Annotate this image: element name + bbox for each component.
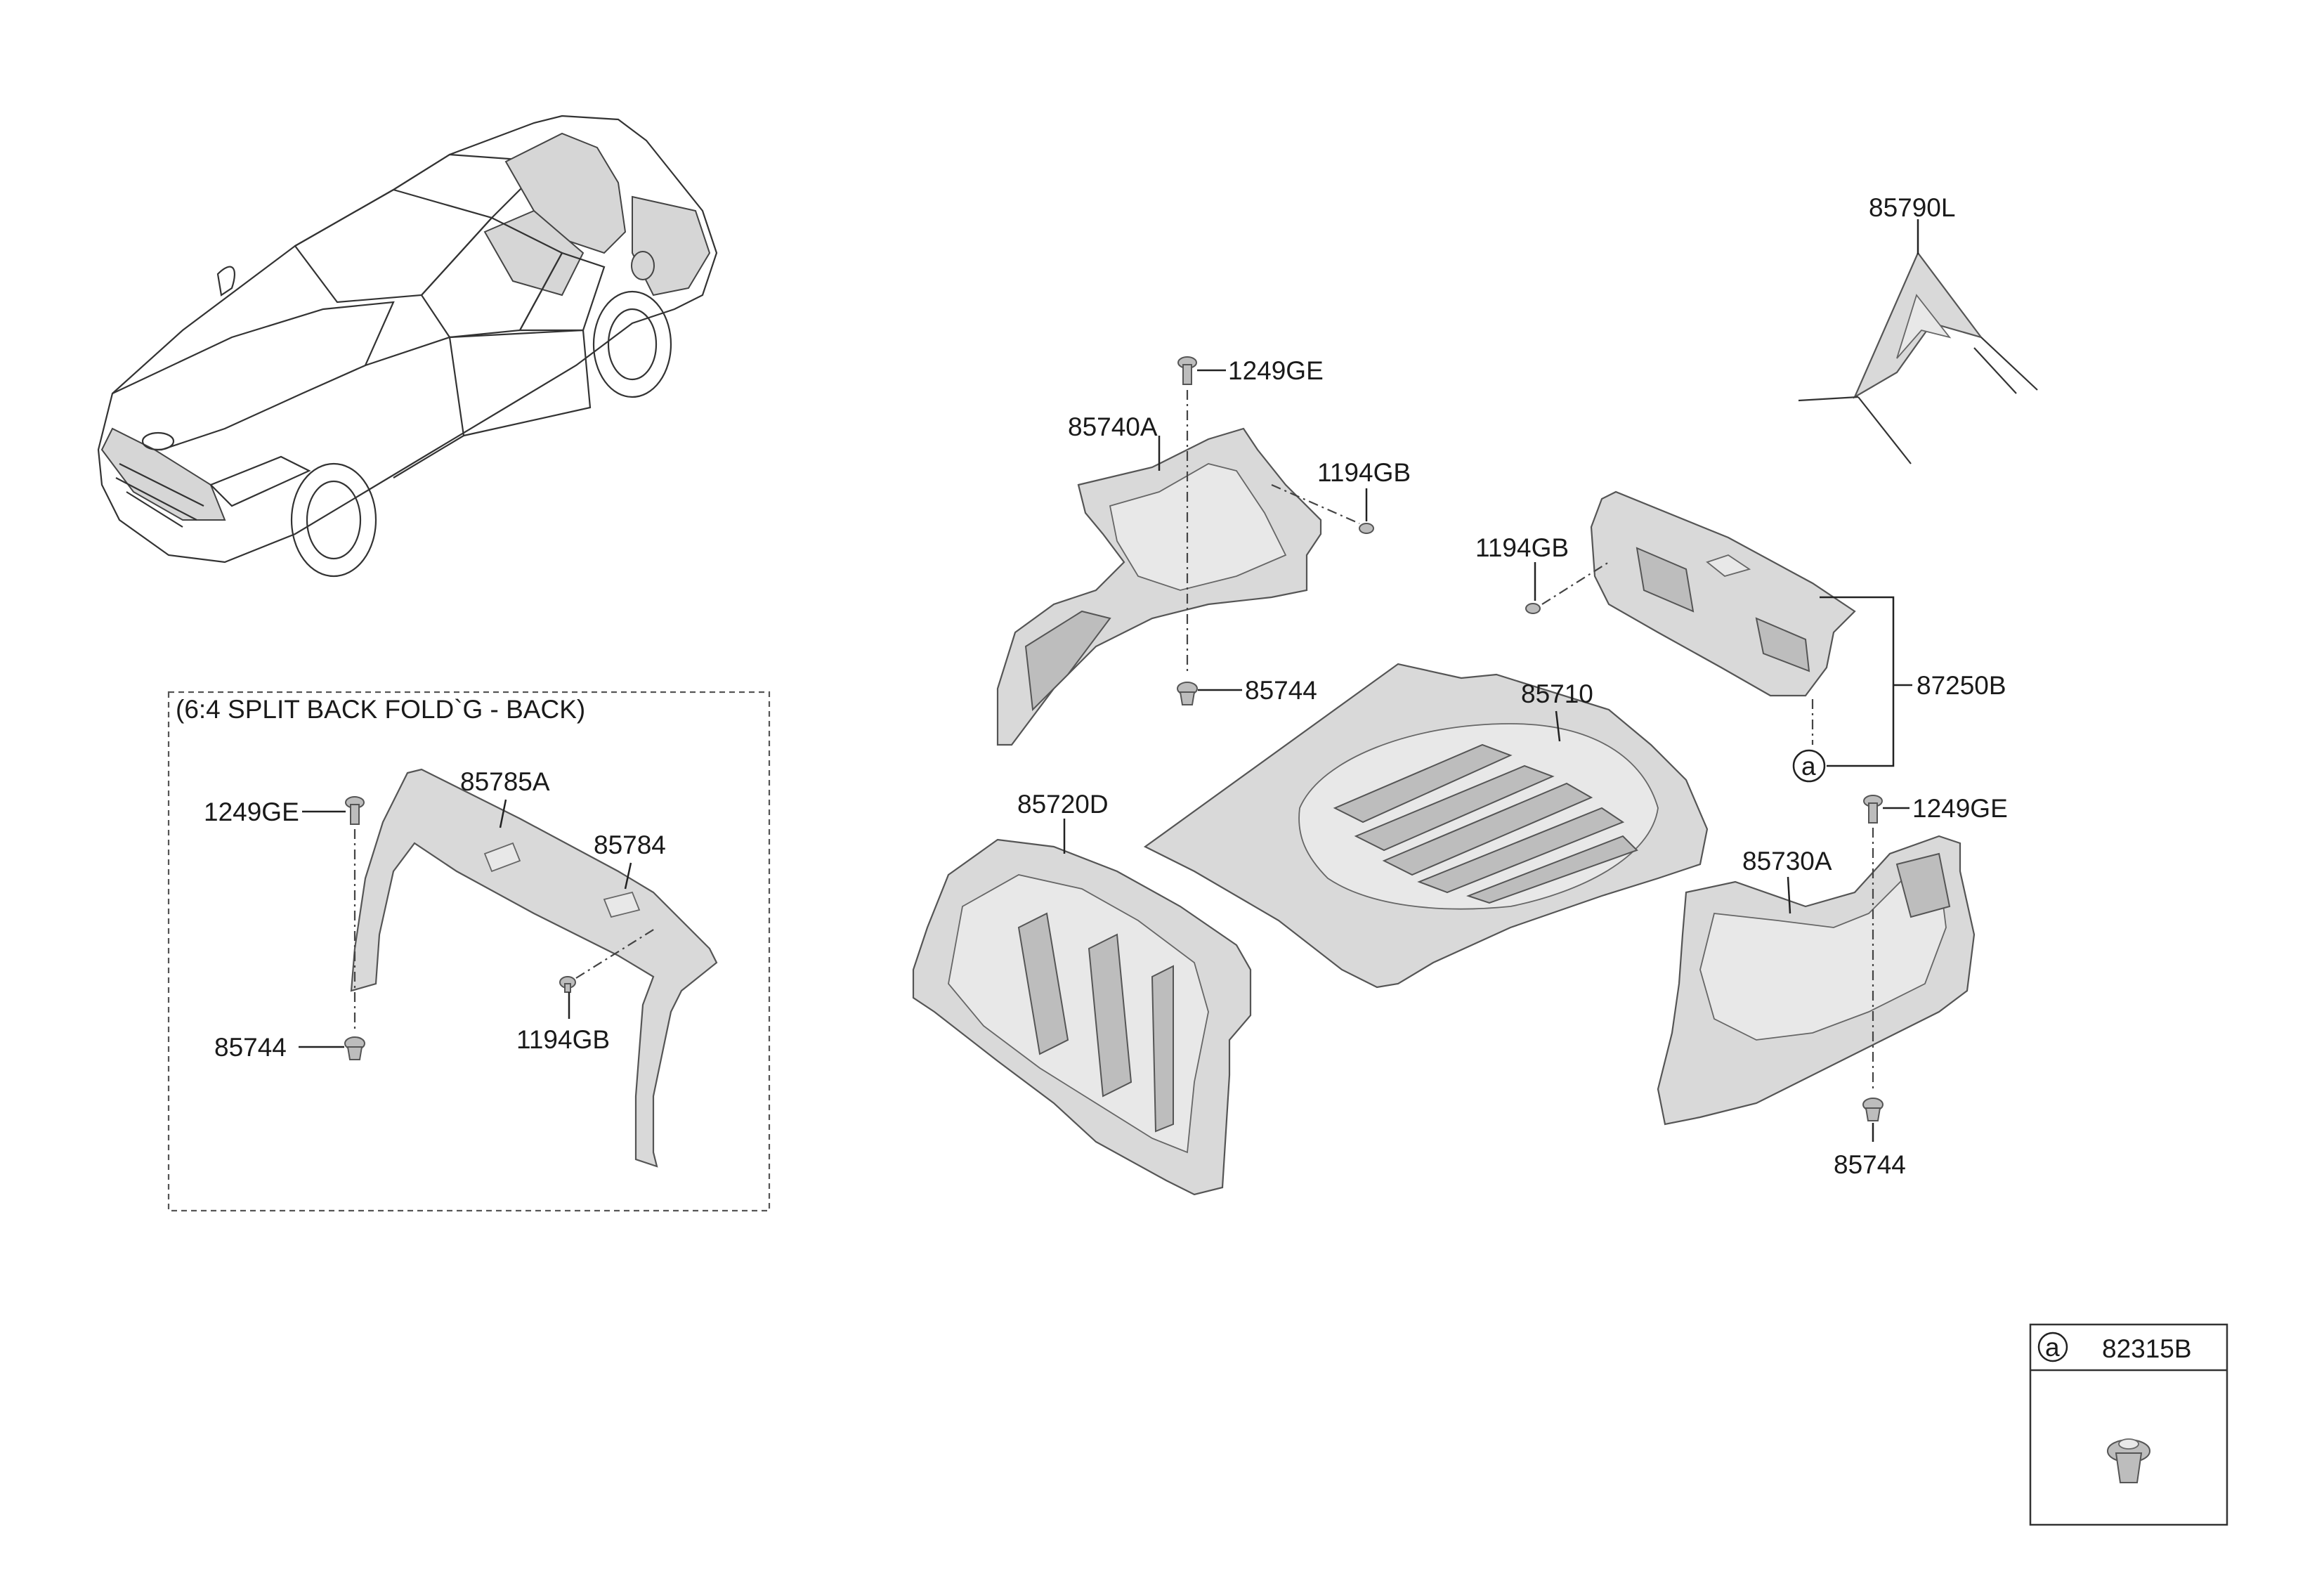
- bolt-1249ge-right-icon: [1863, 795, 1883, 824]
- part-85730a-right-trim: [1657, 835, 1976, 1126]
- screw-1194gb-left-icon: [1359, 523, 1374, 534]
- callout-a-marker: [1792, 749, 1826, 783]
- part-85790l-warning-triangle: [1798, 251, 2038, 464]
- bolt-1249ge-icon: [345, 796, 365, 825]
- callout-a-symbol: a: [1801, 752, 1816, 781]
- label-87250b: 87250B: [1917, 671, 2006, 700]
- label-85744-inset: 85744: [214, 1033, 287, 1062]
- part-87250b-transverse-trim: [1590, 490, 1856, 697]
- label-85784: 85784: [594, 831, 666, 859]
- clip-85744-right-icon: [1862, 1098, 1884, 1121]
- label-85790l: 85790L: [1869, 193, 1955, 222]
- part-85710-floor-mat: [1143, 663, 1709, 989]
- screw-1194gb-right-icon: [1525, 603, 1541, 614]
- label-85730a: 85730A: [1742, 847, 1832, 876]
- screw-1194gb-inset-icon: [559, 976, 576, 993]
- part-85785a-trim: [350, 768, 718, 1168]
- part-85720d-front-trim: [912, 838, 1252, 1196]
- part-85740a-left-trim: [996, 427, 1322, 746]
- split-back-inset: (6:4 SPLIT BACK FOLD`G - BACK) 1249GE 85…: [167, 691, 771, 1212]
- label-85744-left: 85744: [1245, 676, 1317, 705]
- label-85740a: 85740A: [1068, 412, 1158, 441]
- label-1249ge-inset: 1249GE: [204, 798, 299, 826]
- label-85710: 85710: [1521, 679, 1593, 708]
- legend-symbol: a: [2045, 1333, 2060, 1362]
- clip-85744-icon: [344, 1036, 365, 1060]
- legend-part-number: 82315B: [2102, 1334, 2192, 1363]
- label-1249ge-left: 1249GE: [1228, 356, 1324, 385]
- label-1194gb-left: 1194GB: [1317, 458, 1411, 487]
- clip-82315b-icon: [2107, 1438, 2150, 1483]
- label-1194gb-inset: 1194GB: [516, 1025, 610, 1054]
- bolt-1249ge-left-icon: [1177, 356, 1197, 385]
- label-1249ge-right: 1249GE: [1912, 794, 2008, 823]
- vehicle-illustration: [97, 115, 718, 578]
- legend-a-marker: [2037, 1332, 2068, 1362]
- inset-caption: (6:4 SPLIT BACK FOLD`G - BACK): [176, 695, 585, 724]
- clip-85744-left-icon: [1177, 682, 1198, 705]
- label-85720d: 85720D: [1017, 790, 1109, 819]
- label-1194gb-right: 1194GB: [1475, 533, 1569, 562]
- label-85785a: 85785A: [460, 767, 550, 796]
- label-85744-right: 85744: [1834, 1150, 1906, 1179]
- legend-table: a 82315B: [2029, 1323, 2228, 1526]
